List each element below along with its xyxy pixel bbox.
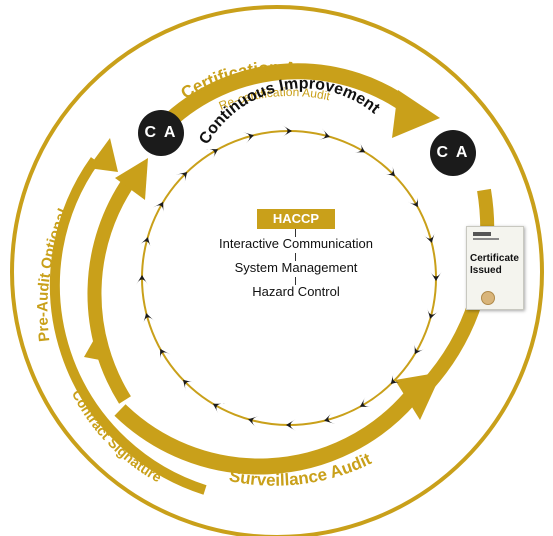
chevron-arrow-icon <box>427 307 439 319</box>
chevron-arrow-icon <box>248 416 260 428</box>
chevron-arrow-icon <box>430 271 442 281</box>
ca-left-badge: C A <box>138 110 184 156</box>
certificate-issued-text: Certificate Issued <box>470 253 522 277</box>
outer-ring <box>10 5 544 536</box>
right-arrowhead <box>395 372 442 420</box>
chevron-arrow-icon <box>182 379 195 392</box>
surveillance-arc <box>114 392 417 475</box>
chevron-arrow-icon <box>423 231 435 243</box>
chevron-arrow-icon <box>383 164 396 177</box>
certification-arrowhead <box>392 90 440 138</box>
interactive-communication-text: Interactive Communication <box>219 236 373 251</box>
certificate-header-rule <box>473 238 499 240</box>
chevron-arrow-icon <box>359 396 372 407</box>
left-inner-arc <box>87 176 136 404</box>
chevron-arrow-icon <box>414 342 425 355</box>
certificate-document-icon: Certificate Issued <box>466 226 524 310</box>
left-outer-arrowhead <box>88 138 118 172</box>
hazard-control-text: Hazard Control <box>252 284 340 299</box>
chevron-arrow-icon <box>318 128 330 140</box>
connector-line <box>295 253 296 261</box>
certificate-line-2: Issued <box>470 265 502 276</box>
preaudit-arrowhead <box>84 336 100 360</box>
left-inner-arrowhead <box>115 158 148 200</box>
connector-line <box>295 277 296 285</box>
left-outer-arc <box>49 157 207 495</box>
certificate-line-1: Certificate <box>470 253 519 264</box>
chevron-arrow-icon <box>136 275 148 285</box>
chevron-arrow-icon <box>153 201 164 214</box>
chevron-arrow-icon <box>353 142 366 153</box>
chevron-arrow-icon <box>206 149 219 160</box>
certificate-header-mark <box>473 232 491 236</box>
chevron-arrow-icon <box>282 125 292 137</box>
chevron-arrow-icon <box>139 237 151 249</box>
ca-right-badge: C A <box>430 130 476 176</box>
chevron-arrow-icon <box>160 348 171 361</box>
system-management-text: System Management <box>234 260 358 275</box>
chevron-arrow-icon <box>212 403 225 414</box>
chevron-arrow-icon <box>286 419 296 431</box>
chevron-arrow-icon <box>407 195 418 208</box>
connector-line <box>295 229 296 237</box>
chevron-arrow-icon <box>390 372 403 385</box>
chevron-arrow-icon <box>175 171 188 184</box>
chevron-arrow-icon <box>143 313 155 325</box>
certification-arc <box>159 63 420 131</box>
chevron-arrow-icon <box>242 132 254 144</box>
certificate-seal-icon <box>481 291 495 305</box>
chevron-arrow-icon <box>324 412 336 424</box>
improvement-chevrons <box>136 125 442 431</box>
haccp-badge: HACCP <box>257 209 335 229</box>
